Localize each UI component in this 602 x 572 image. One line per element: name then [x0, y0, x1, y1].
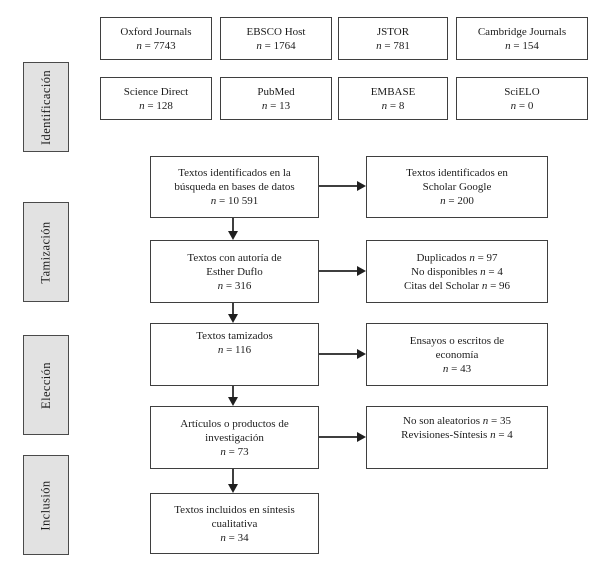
arrow-line-down-3	[232, 386, 234, 398]
stage-box-inclusion: Inclusión	[23, 455, 69, 555]
arrow-line-down-2	[232, 303, 234, 315]
arrow-line-right-1	[319, 185, 357, 187]
stage-box-tamizacion: Tamización	[23, 202, 69, 302]
arrow-line-right-4	[319, 436, 357, 438]
arrow-line-down-1	[232, 218, 234, 232]
arrow-head-right-4-icon	[357, 432, 366, 442]
stage-label-eleccion: Elección	[38, 361, 53, 409]
stage-label-tamizacion: Tamización	[38, 220, 53, 284]
arrow-head-down-2-icon	[228, 314, 238, 323]
stage-label-identificacion: Identificación	[38, 69, 53, 145]
arrow-head-down-4-icon	[228, 484, 238, 493]
stage-label-inclusion: Inclusión	[38, 479, 53, 531]
arrow-line-right-3	[319, 353, 357, 355]
stage-box-identificacion: Identificación	[23, 62, 69, 152]
arrow-head-right-2-icon	[357, 266, 366, 276]
arrow-head-down-3-icon	[228, 397, 238, 406]
arrow-head-down-1-icon	[228, 231, 238, 240]
arrow-line-down-4	[232, 469, 234, 485]
arrow-head-right-3-icon	[357, 349, 366, 359]
arrow-line-right-2	[319, 270, 357, 272]
stage-box-eleccion: Elección	[23, 335, 69, 435]
arrow-head-right-1-icon	[357, 181, 366, 191]
